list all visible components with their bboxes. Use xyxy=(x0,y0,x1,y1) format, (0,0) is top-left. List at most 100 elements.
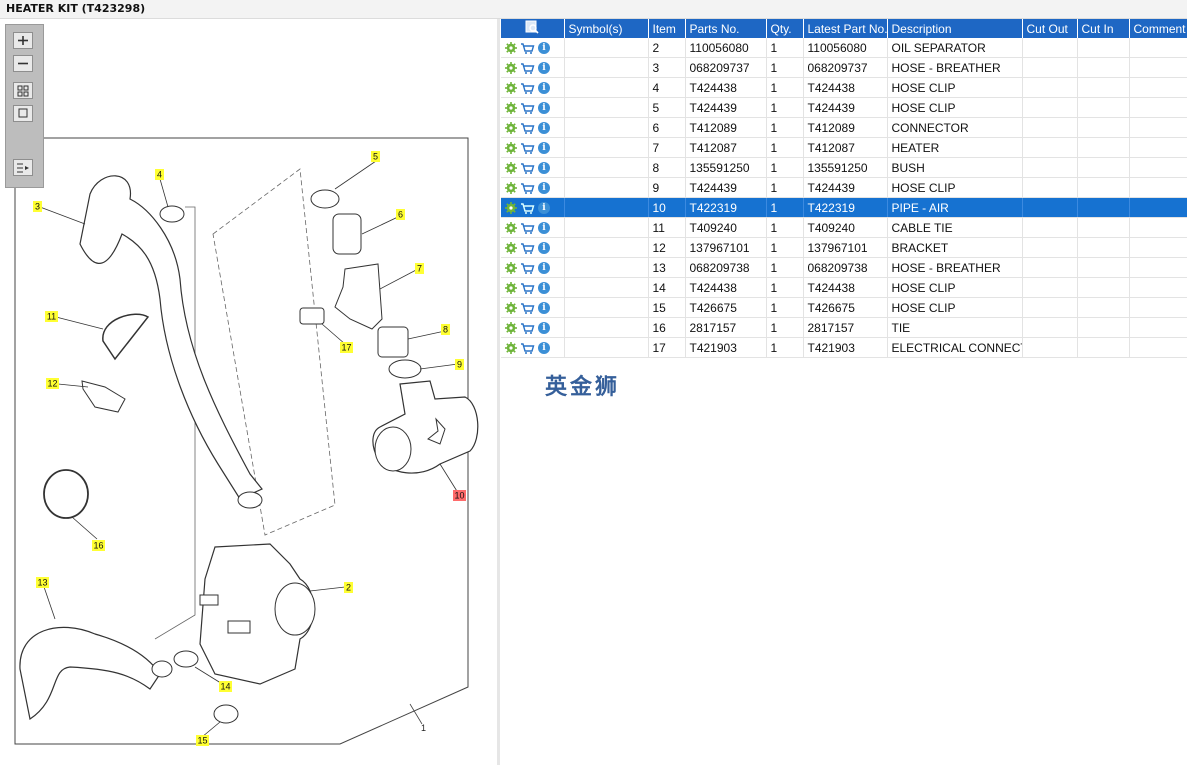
settings-gear-icon[interactable] xyxy=(505,322,517,335)
cart-icon[interactable] xyxy=(520,82,535,95)
header-symbols[interactable]: Symbol(s) xyxy=(564,19,649,38)
settings-gear-icon[interactable] xyxy=(505,342,517,355)
settings-gear-icon[interactable] xyxy=(505,262,517,275)
settings-gear-icon[interactable] xyxy=(505,102,517,115)
info-icon[interactable]: i xyxy=(538,342,550,355)
cart-icon[interactable] xyxy=(520,322,535,335)
info-icon[interactable]: i xyxy=(538,282,550,295)
info-icon[interactable]: i xyxy=(538,82,550,95)
cart-icon[interactable] xyxy=(520,342,535,355)
info-icon[interactable]: i xyxy=(538,122,550,135)
settings-gear-icon[interactable] xyxy=(505,82,517,95)
callout-12[interactable]: 12 xyxy=(46,378,59,389)
info-icon[interactable]: i xyxy=(538,142,550,155)
info-icon[interactable]: i xyxy=(538,102,550,115)
settings-gear-icon[interactable] xyxy=(505,282,517,295)
callout-2[interactable]: 2 xyxy=(344,582,353,593)
callout-6[interactable]: 6 xyxy=(396,209,405,220)
cart-icon[interactable] xyxy=(520,242,535,255)
callout-14[interactable]: 14 xyxy=(219,681,232,692)
info-icon[interactable]: i xyxy=(538,202,550,215)
hose-breather-lower-part xyxy=(19,626,161,720)
callout-15[interactable]: 15 xyxy=(196,735,209,746)
cell-cut-in xyxy=(1077,257,1130,278)
info-icon[interactable]: i xyxy=(538,62,550,75)
header-comment[interactable]: Comment xyxy=(1129,19,1187,38)
pane-splitter[interactable] xyxy=(497,19,500,765)
header-cut-in[interactable]: Cut In xyxy=(1077,19,1130,38)
callout-7[interactable]: 7 xyxy=(415,263,424,274)
callout-13[interactable]: 13 xyxy=(36,577,49,588)
settings-gear-icon[interactable] xyxy=(505,162,517,175)
actual-size-button[interactable] xyxy=(13,105,33,122)
info-icon[interactable]: i xyxy=(538,302,550,315)
settings-gear-icon[interactable] xyxy=(505,142,517,155)
cart-icon[interactable] xyxy=(520,102,535,115)
callout-4[interactable]: 4 xyxy=(155,169,164,180)
settings-gear-icon[interactable] xyxy=(505,182,517,195)
settings-gear-icon[interactable] xyxy=(505,302,517,315)
cart-icon[interactable] xyxy=(520,62,535,75)
callout-16[interactable]: 16 xyxy=(92,540,105,551)
cart-icon[interactable] xyxy=(520,262,535,275)
info-icon[interactable]: i xyxy=(538,322,550,335)
settings-gear-icon[interactable] xyxy=(505,122,517,135)
cart-icon[interactable] xyxy=(520,182,535,195)
callout-9[interactable]: 9 xyxy=(455,359,464,370)
settings-gear-icon[interactable] xyxy=(505,202,517,215)
header-cut-out[interactable]: Cut Out xyxy=(1022,19,1078,38)
info-icon[interactable]: i xyxy=(538,222,550,235)
header-item[interactable]: Item xyxy=(648,19,686,38)
settings-gear-icon[interactable] xyxy=(505,62,517,75)
cart-icon[interactable] xyxy=(520,222,535,235)
cart-icon[interactable] xyxy=(520,162,535,175)
cart-icon[interactable] xyxy=(520,302,535,315)
settings-gear-icon[interactable] xyxy=(505,42,517,55)
cart-icon[interactable] xyxy=(520,142,535,155)
list-toggle-button[interactable] xyxy=(13,159,33,176)
header-description[interactable]: Description xyxy=(887,19,1023,38)
header-qty[interactable]: Qty. xyxy=(766,19,804,38)
settings-gear-icon[interactable] xyxy=(505,242,517,255)
exploded-diagram[interactable]: 1 xyxy=(0,19,497,765)
info-icon[interactable]: i xyxy=(538,262,550,275)
cart-icon[interactable] xyxy=(520,122,535,135)
callout-17[interactable]: 17 xyxy=(340,342,353,353)
zoom-out-button[interactable] xyxy=(13,55,33,72)
zoom-in-button[interactable] xyxy=(13,32,33,49)
callout-5[interactable]: 5 xyxy=(371,151,380,162)
settings-gear-icon[interactable] xyxy=(505,222,517,235)
header-part-no[interactable]: Parts No. xyxy=(685,19,767,38)
cart-icon[interactable] xyxy=(520,42,535,55)
info-icon[interactable]: i xyxy=(538,182,550,195)
callout-8[interactable]: 8 xyxy=(441,324,450,335)
fit-all-button[interactable] xyxy=(13,82,33,99)
cart-icon[interactable] xyxy=(520,202,535,215)
callout-10[interactable]: 10 xyxy=(453,490,466,501)
header-latest-part-no[interactable]: Latest Part No. xyxy=(803,19,888,38)
callout-11[interactable]: 11 xyxy=(45,311,58,322)
exploded-diagram-pane[interactable]: 1 xyxy=(0,19,497,765)
info-icon[interactable]: i xyxy=(538,42,550,55)
info-icon[interactable]: i xyxy=(538,162,550,175)
callout-3[interactable]: 3 xyxy=(33,201,42,212)
cart-icon[interactable] xyxy=(520,282,535,295)
header-find[interactable] xyxy=(501,19,565,38)
info-icon[interactable]: i xyxy=(538,242,550,255)
